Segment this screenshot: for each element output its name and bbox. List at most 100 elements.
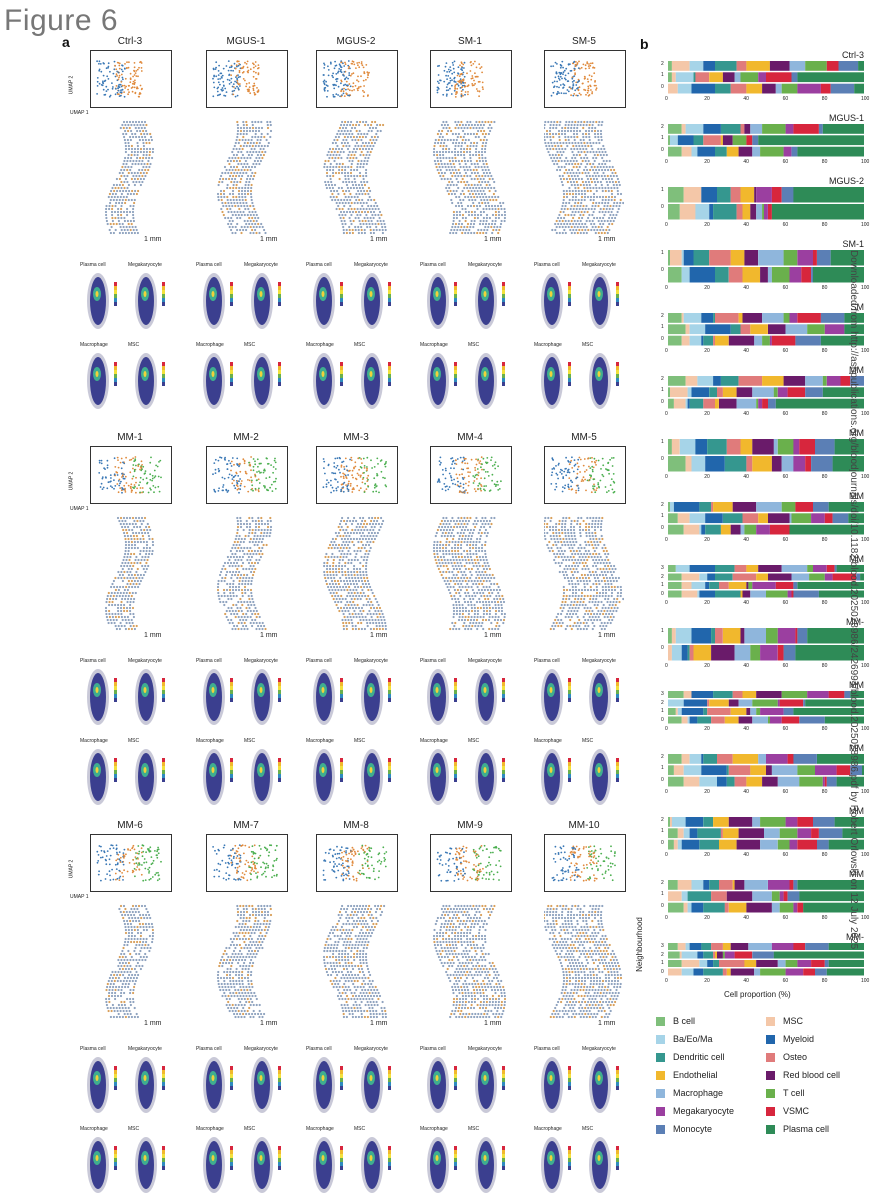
umap-point [353,467,355,469]
density-high [96,291,99,297]
tissue-spot [463,151,465,153]
umap-point [358,62,360,64]
colorbar-segment [568,366,571,370]
umap-point [343,461,345,463]
tissue-spot [374,214,376,216]
umap-point [463,67,465,69]
tissue-spot [587,190,589,192]
tissue-spot [613,169,615,171]
tissue-spot [586,163,588,165]
tissue-spot [563,190,565,192]
tissue-spot [264,523,266,525]
tissue-spot [570,181,572,183]
tissue-spot [463,226,465,228]
tissue-spot [357,529,359,531]
tissue-spot [248,580,250,582]
tissue-spot [573,181,575,183]
tissue-spot [478,154,480,156]
tissue-spot [359,172,361,174]
umap-point [215,68,217,70]
colorbar-segment [502,282,505,286]
tissue-spot [568,169,570,171]
tissue-spot [353,154,355,156]
tissue-spot [251,199,253,201]
tissue-spot [470,205,472,207]
umap-point [237,485,239,487]
tissue-spot [327,559,329,561]
tissue-spot [493,121,495,123]
colorbar-segment [454,366,457,370]
tissue-spot [331,553,333,555]
tissue-spot [339,598,341,600]
tissue-spot [589,187,591,189]
tissue-spot [350,562,352,564]
tissue-spot [382,520,384,522]
tissue-spot [571,175,573,177]
tissue-spot [221,202,223,204]
umap-point [560,72,562,74]
tissue-spot [246,523,248,525]
tissue-spot [575,196,577,198]
tissue-spot [620,193,622,195]
umap-point [251,480,253,482]
tissue-spot [113,580,115,582]
umap-point [449,71,451,73]
tissue-spot [577,175,579,177]
tissue-spot [351,541,353,543]
tissue-spot [221,568,223,570]
tissue-spot [234,145,236,147]
tissue-spot [243,205,245,207]
umap-point [142,479,144,481]
tissue-spot [367,199,369,201]
umap-point [483,458,485,460]
tissue-spot [124,562,126,564]
tissue-spot [577,187,579,189]
tissue-spot [143,541,145,543]
tissue-spot [572,217,574,219]
umap-point [236,75,238,77]
tissue-spot [235,571,237,573]
tissue-spot [356,142,358,144]
tissue-spot [371,214,373,216]
tissue-spot [485,205,487,207]
tissue-spot [224,217,226,219]
umap-point [340,476,342,478]
tissue-spot [435,163,437,165]
tissue-spot [266,535,268,537]
density-high [550,291,553,297]
tissue-spot [359,619,361,621]
tissue-spot [126,577,128,579]
density-low [592,277,608,325]
tissue-spot [128,586,130,588]
tissue-spot [610,169,612,171]
umap-point [500,480,502,482]
umap-point [344,62,346,64]
tissue-spot [130,553,132,555]
tissue-spot [475,154,477,156]
tissue-spot [575,199,577,201]
tissue-spot [591,208,593,210]
umap-point [360,475,362,477]
tissue-spot [248,562,250,564]
tissue-spot [256,220,258,222]
density-map-label: Macrophage [306,342,334,348]
tissue-spot [248,211,250,213]
tissue-spot [336,133,338,135]
tissue-spot [616,187,618,189]
tissue-spot [134,163,136,165]
tissue-spot [249,541,251,543]
tissue-spot [353,136,355,138]
tissue-spot [218,181,220,183]
tissue-spot [332,568,334,570]
tissue-spot [333,586,335,588]
umap-point [364,483,366,485]
colorbar-segment [340,694,343,698]
tissue-spot [128,529,130,531]
tissue-spot [341,169,343,171]
tissue-spot [365,616,367,618]
density-map-label: Macrophage [196,738,224,744]
umap-point [100,71,102,73]
sample-title: SM-5 [534,36,634,47]
tissue-spot [341,172,343,174]
umap-point [105,86,107,88]
